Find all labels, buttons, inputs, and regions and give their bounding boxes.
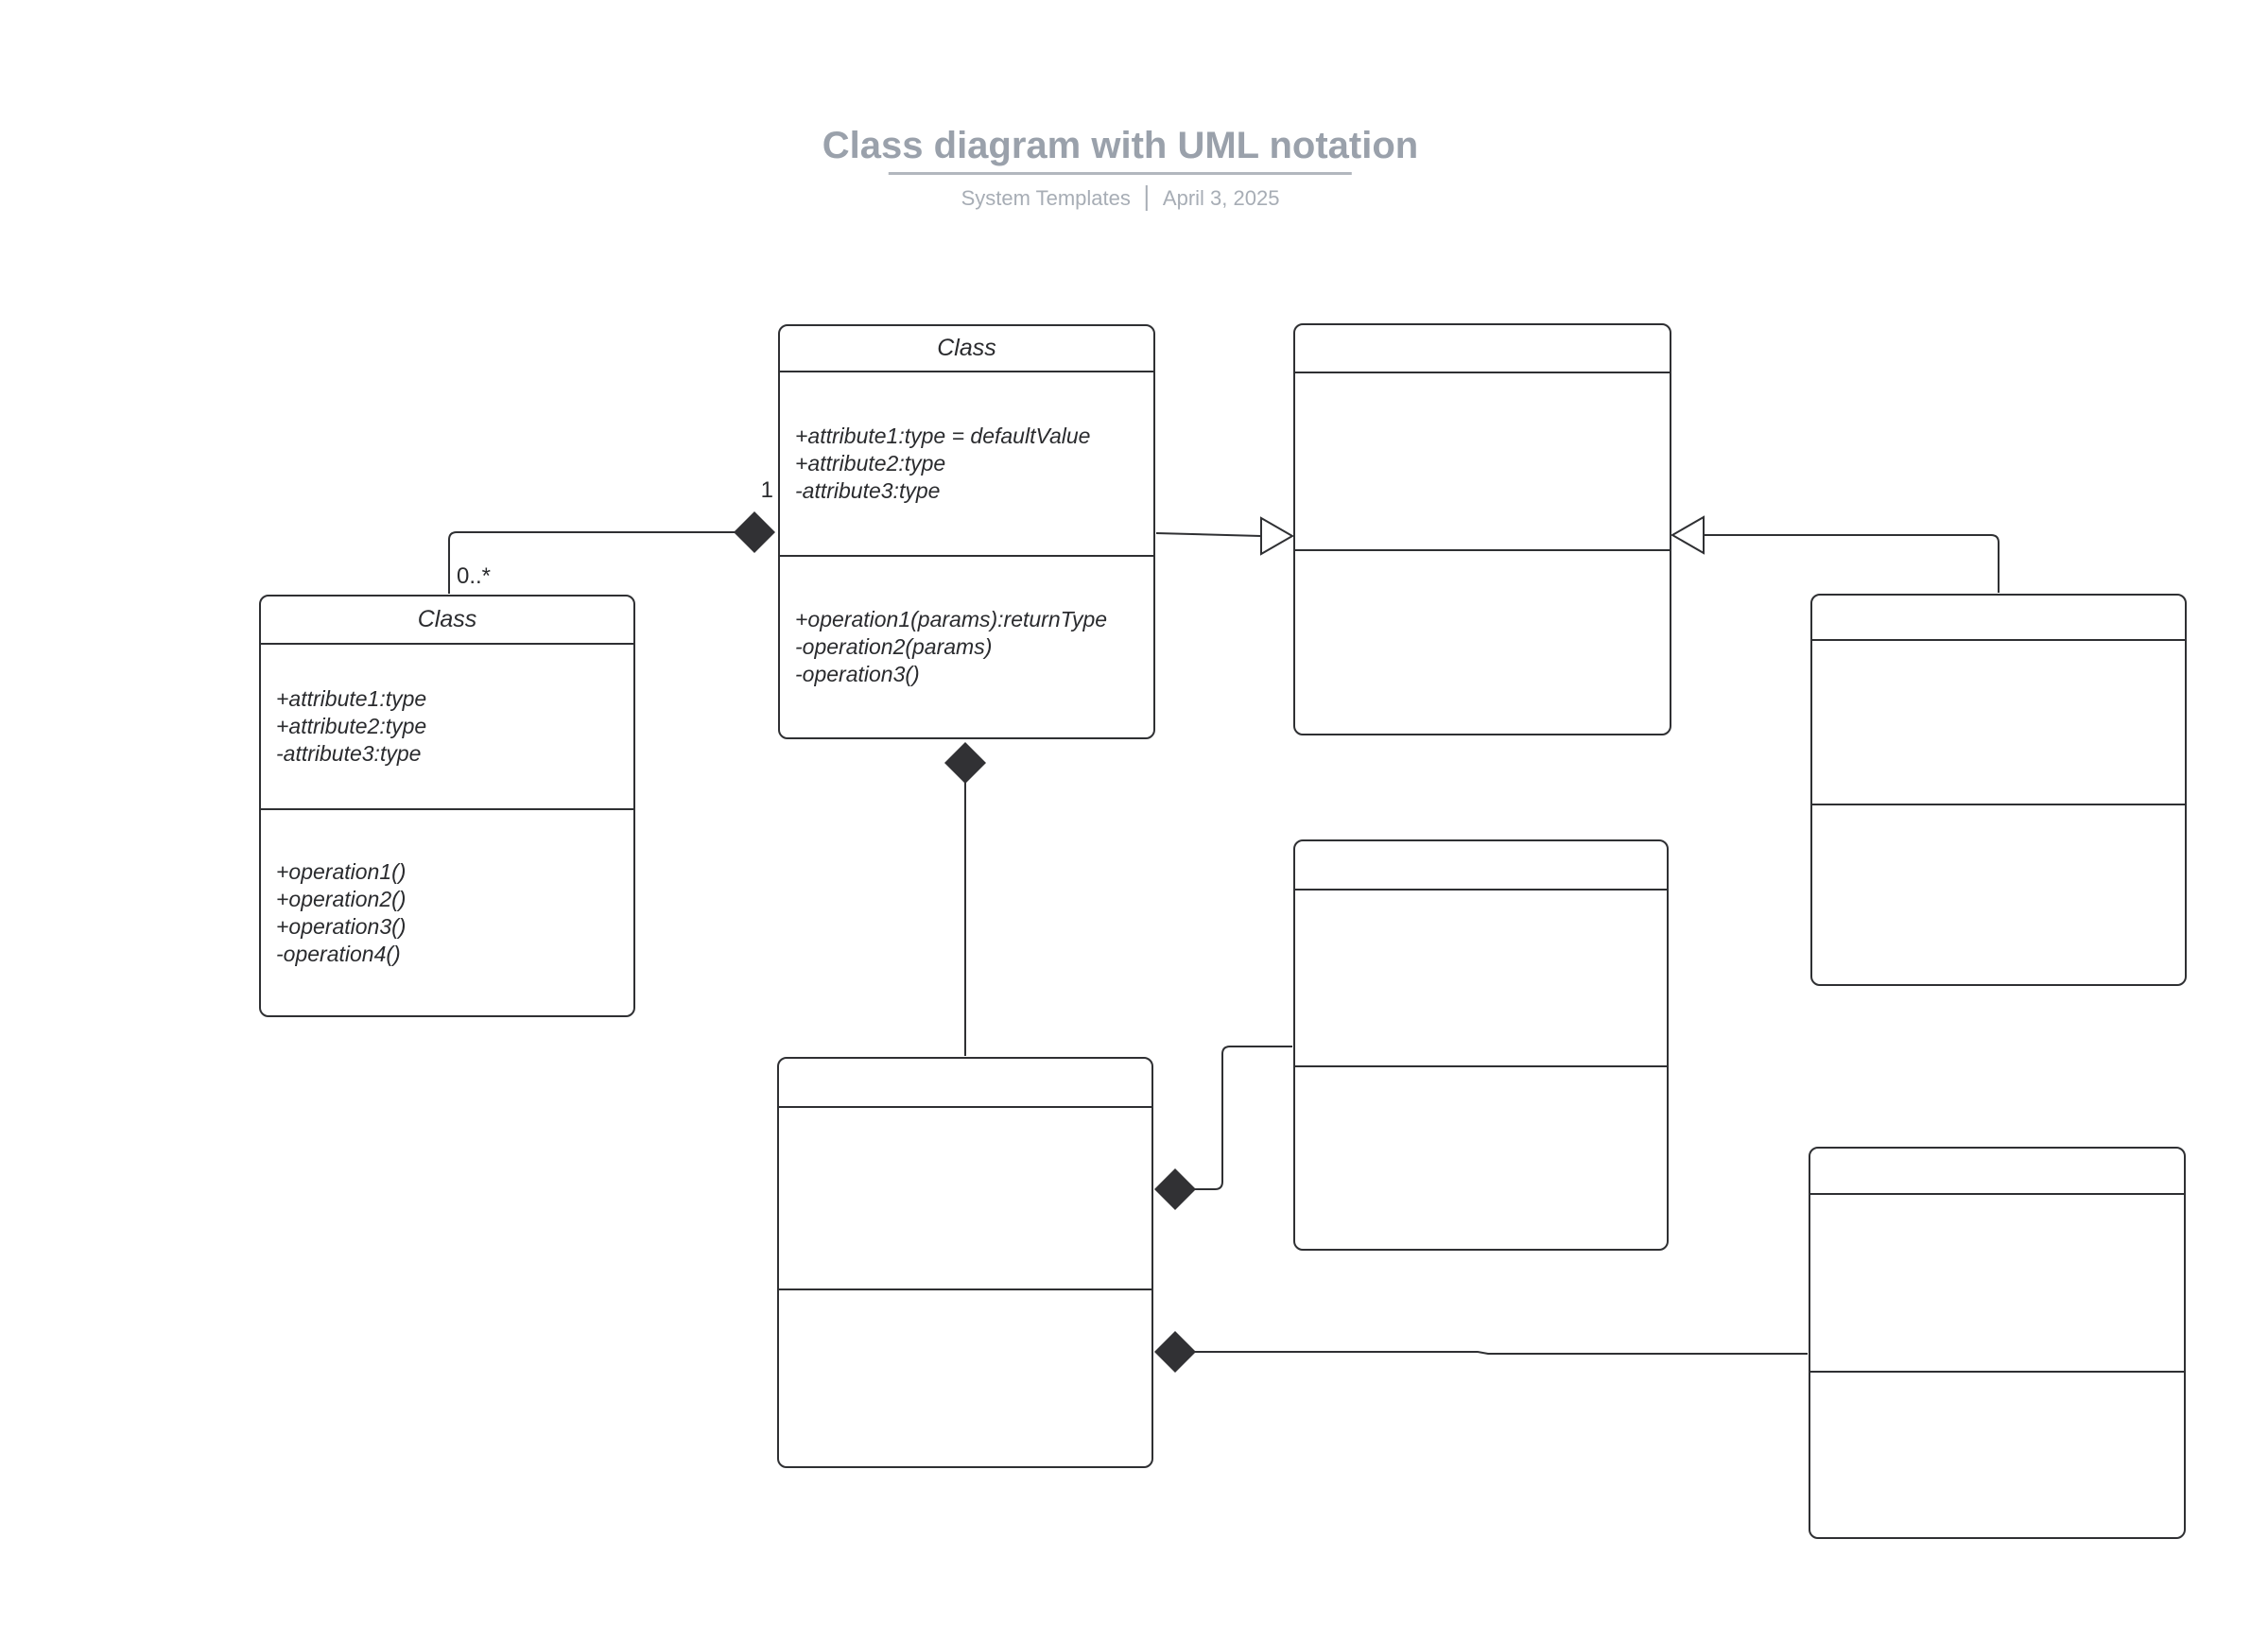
composition-connector-bottom[interactable] [944, 742, 986, 1056]
composition-diamond-icon [1154, 1168, 1196, 1210]
title-underline [889, 172, 1352, 175]
class-box-far-right[interactable] [1810, 594, 2187, 986]
attribute-text: +attribute2:type [795, 451, 946, 476]
page-title: Class diagram with UML notation [822, 125, 1419, 166]
multiplicity-label-one: 1 [760, 477, 773, 503]
subtitle-date: April 3, 2025 [1162, 185, 1280, 210]
operation-text: -operation2(params) [795, 634, 993, 659]
class-name-compartment [1812, 596, 2185, 641]
attributes-compartment: +attribute1:type = defaultValue +attribu… [780, 372, 1153, 557]
generalization-connector-right[interactable] [1670, 515, 2000, 593]
subtitle: System Templates April 3, 2025 [822, 185, 1418, 211]
operation-text: -operation4() [276, 941, 401, 966]
class-box-bottom-center[interactable] [777, 1057, 1153, 1468]
generalization-connector-left[interactable] [1155, 516, 1295, 556]
subtitle-template-name: System Templates [961, 185, 1131, 210]
class-name-compartment [1810, 1149, 2184, 1195]
operation-text: +operation3() [276, 913, 407, 939]
diagram-header: Class diagram with UML notation System T… [822, 125, 1418, 211]
class-name-compartment: Class [261, 597, 633, 645]
multiplicity-label-many: 0..* [457, 563, 492, 589]
operations-compartment [1810, 1373, 2184, 1537]
attribute-text: -attribute3:type [276, 741, 422, 766]
generalization-triangle-icon [1670, 515, 1705, 555]
composition-connector-left[interactable] [448, 511, 775, 594]
composition-connector-bottom-right[interactable] [1154, 1331, 1808, 1373]
operations-compartment [779, 1290, 1151, 1466]
composition-diamond-icon [734, 511, 775, 553]
attributes-compartment [1810, 1195, 2184, 1373]
operations-compartment [1295, 1067, 1667, 1249]
operations-compartment [1812, 805, 2185, 984]
class-name-compartment [1295, 325, 1670, 373]
operations-compartment: +operation1(params):returnType -operatio… [780, 557, 1153, 737]
operations-compartment: +operation1() +operation2() +operation3(… [261, 810, 633, 1015]
composition-diamond-icon [1154, 1331, 1196, 1373]
attribute-text: +attribute1:type = defaultValue [795, 424, 1091, 448]
composition-diamond-icon [944, 742, 986, 784]
class-name-compartment [779, 1059, 1151, 1108]
attribute-text: +attribute2:type [276, 714, 427, 738]
attributes-compartment [1812, 641, 2185, 805]
class-box-top-right[interactable] [1293, 323, 1671, 735]
class-name-compartment: Class [780, 326, 1153, 372]
operation-text: +operation2() [276, 886, 407, 911]
operation-text: -operation3() [795, 662, 920, 686]
attributes-compartment [779, 1108, 1151, 1290]
attributes-compartment [1295, 891, 1667, 1067]
generalization-triangle-icon [1260, 516, 1295, 556]
class-box-left[interactable]: Class +attribute1:type +attribute2:type … [259, 595, 635, 1017]
class-name-compartment [1295, 841, 1667, 891]
attributes-compartment [1295, 373, 1670, 551]
class-box-middle[interactable] [1293, 839, 1669, 1251]
attributes-compartment: +attribute1:type +attribute2:type -attri… [261, 645, 633, 810]
operation-text: +operation1() [276, 858, 407, 884]
attribute-text: -attribute3:type [795, 478, 941, 503]
class-box-center[interactable]: Class +attribute1:type = defaultValue +a… [778, 324, 1155, 739]
class-box-bottom-right[interactable] [1809, 1147, 2186, 1539]
attribute-text: +attribute1:type [276, 686, 427, 711]
subtitle-divider [1145, 185, 1148, 211]
composition-connector-middle[interactable] [1154, 1046, 1292, 1210]
operation-text: +operation1(params):returnType [795, 607, 1108, 631]
operations-compartment [1295, 551, 1670, 734]
